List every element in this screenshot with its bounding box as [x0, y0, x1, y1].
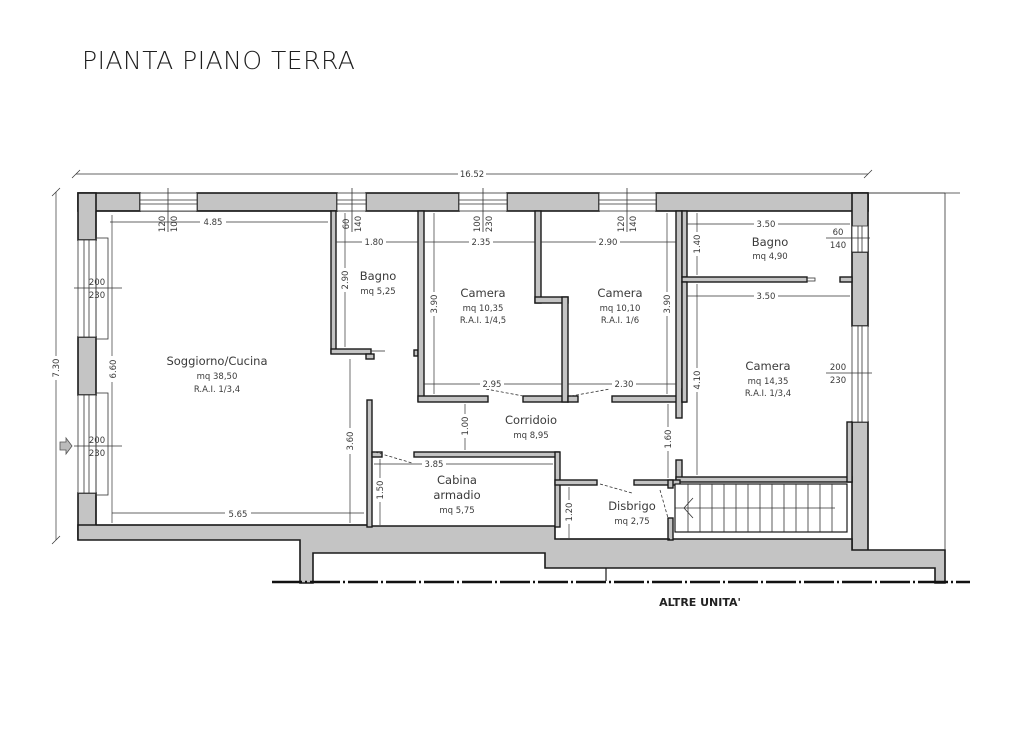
staircase: [674, 483, 848, 533]
room-area: mq 14,35: [748, 377, 789, 387]
room-area: mq 10,10: [600, 304, 641, 314]
dimension-label: 4.85: [204, 218, 223, 228]
plan-title: PIANTA PIANO TERRA: [82, 46, 356, 75]
room-rai: R.A.I. 1/4,5: [460, 316, 506, 326]
dimension-label: 2.90: [599, 238, 618, 248]
stair-direction-arrow-icon: [683, 497, 694, 519]
room-area: mq 5,75: [439, 506, 474, 516]
dimension-label: 1.50: [376, 481, 386, 500]
room-area: mq 5,25: [360, 287, 395, 297]
room-name-line2: armadio: [433, 488, 480, 502]
dimension-label: 1.60: [664, 430, 674, 449]
room-cabina-armadio: Cabina armadio mq 5,75: [433, 473, 480, 516]
dimension-label: 3.50: [757, 220, 776, 230]
room-bagno-2: Bagno mq 4,90: [752, 235, 789, 262]
room-area: mq 10,35: [463, 304, 504, 314]
dimension-label: 1.00: [461, 417, 471, 436]
room-name: Bagno: [752, 235, 789, 249]
dimension-label: 230: [89, 291, 105, 301]
room-corridoio: Corridoio mq 8,95: [505, 413, 557, 441]
room-rai: R.A.I. 1/6: [601, 316, 639, 326]
dimension-label: 100: [170, 216, 180, 232]
dimension-label: 4.10: [693, 371, 703, 390]
overall-height-label: 7.30: [52, 359, 62, 378]
dimension-label: 120: [158, 216, 168, 232]
room-name: Camera: [597, 286, 642, 300]
dimension-label: 140: [354, 216, 364, 232]
room-name: Bagno: [360, 269, 397, 283]
dimension-label: 140: [629, 216, 639, 232]
room-area: mq 8,95: [513, 431, 548, 441]
dimension-label: 230: [830, 376, 846, 386]
dimension-label: 230: [485, 216, 495, 232]
dimension-label: 140: [830, 241, 846, 251]
dimension-label: 120: [617, 216, 627, 232]
dimension-label: 200: [830, 363, 846, 373]
entrance-arrow-icon: [59, 436, 73, 456]
dimension-label: 3.85: [425, 460, 444, 470]
dimension-label: 3.90: [430, 295, 440, 314]
room-soggiorno-cucina: Soggiorno/Cucina mq 38,50 R.A.I. 1/3,4: [166, 354, 267, 395]
room-disbrigo: Disbrigo mq 2,75: [608, 499, 656, 527]
dimension-label: 200: [89, 436, 105, 446]
dimension-label: 2.30: [615, 380, 634, 390]
overall-width-label: 16.52: [460, 170, 484, 180]
room-name: Camera: [460, 286, 505, 300]
windows: [59, 192, 869, 496]
dimension-label: 3.90: [663, 295, 673, 314]
dimension-label: 1.20: [565, 503, 575, 522]
dimension-label: 1.80: [365, 238, 384, 248]
dimension-label: 60: [833, 228, 844, 238]
room-name-line1: Cabina: [437, 473, 477, 487]
dimension-label: 200: [89, 278, 105, 288]
overall-height-dimension: 7.30: [49, 187, 63, 545]
dimension-label: 5.65: [229, 510, 248, 520]
room-bagno-1: Bagno mq 5,25: [360, 269, 397, 297]
room-area: mq 4,90: [752, 252, 787, 262]
overall-width-dimension: 16.52: [71, 168, 960, 194]
dimension-label: 2.95: [483, 380, 502, 390]
dimension-label: 3.50: [757, 292, 776, 302]
dimension-label: 6.60: [109, 360, 119, 379]
window-annotations: 120 100 60 140 100 230 120 140 200 230 2…: [74, 188, 872, 459]
room-area: mq 2,75: [614, 517, 649, 527]
interior-dimensions: 4.85 5.65 6.60 3.60 1.80 2.90 2.35 3.90 …: [106, 213, 850, 538]
right-annex-outline: [868, 192, 946, 550]
dimension-label: 3.60: [346, 432, 356, 451]
room-area: mq 38,50: [197, 372, 238, 382]
door-swings: [374, 388, 669, 519]
room-rai: R.A.I. 1/3,4: [745, 389, 791, 399]
room-name: Soggiorno/Cucina: [166, 354, 267, 368]
dimension-label: 60: [342, 219, 352, 230]
dimension-label: 1.40: [693, 235, 703, 254]
room-camera-1: Camera mq 10,35 R.A.I. 1/4,5: [460, 286, 506, 326]
dimension-label: 100: [473, 216, 483, 232]
property-boundary: [272, 568, 970, 584]
room-name: Camera: [745, 359, 790, 373]
dimension-label: 2.90: [341, 271, 351, 290]
room-name: Corridoio: [505, 413, 557, 427]
other-units-label: ALTRE UNITA': [659, 596, 741, 609]
room-rai: R.A.I. 1/3,4: [194, 385, 240, 395]
room-camera-3: Camera mq 14,35 R.A.I. 1/3,4: [745, 359, 791, 399]
room-camera-2: Camera mq 10,10 R.A.I. 1/6: [597, 286, 642, 326]
dimension-label: 230: [89, 449, 105, 459]
room-name: Disbrigo: [608, 499, 656, 513]
dimension-label: 2.35: [472, 238, 491, 248]
interior-walls: [330, 210, 853, 541]
